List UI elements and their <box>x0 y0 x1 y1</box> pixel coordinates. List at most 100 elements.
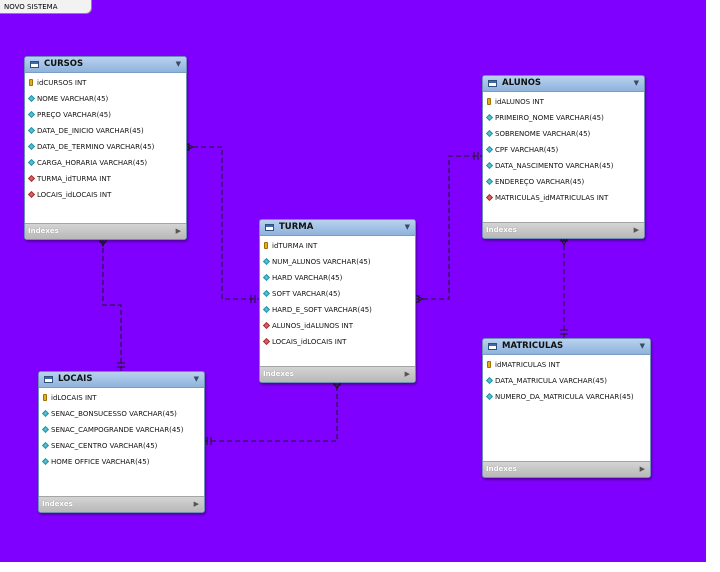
marker-turma-alunos-a <box>414 294 425 304</box>
diagram-canvas[interactable]: NOVO SISTEMA <box>0 0 706 562</box>
column-label: NOME VARCHAR(45) <box>37 95 109 103</box>
expand-triangle-icon[interactable]: ▶ <box>175 227 181 235</box>
column-label: SOFT VARCHAR(45) <box>272 290 341 298</box>
indexes-section[interactable]: Indexes ▶ <box>483 222 644 238</box>
column-row[interactable]: ENDEREÇO VARCHAR(45) <box>483 174 644 190</box>
collapse-chevron-icon[interactable]: ▼ <box>404 223 410 231</box>
column-label: MATRICULAS_idMATRICULAS INT <box>495 194 609 202</box>
indexes-section[interactable]: Indexes ▶ <box>25 223 186 239</box>
column-label: idALUNOS INT <box>495 98 544 106</box>
indexes-section[interactable]: Indexes ▶ <box>260 366 415 382</box>
expand-triangle-icon[interactable]: ▶ <box>639 465 645 473</box>
column-label: HARD_E_SOFT VARCHAR(45) <box>272 306 372 314</box>
column-row[interactable]: DATA_DE_INICIO VARCHAR(45) <box>25 123 186 139</box>
table-header[interactable]: MATRICULAS ▼ <box>483 339 650 355</box>
column-icon <box>485 145 494 154</box>
collapse-chevron-icon[interactable]: ▼ <box>639 342 645 350</box>
column-icon <box>27 158 36 167</box>
column-row[interactable]: SENAC_CAMPOGRANDE VARCHAR(45) <box>39 422 204 438</box>
table-alunos[interactable]: ALUNOS ▼ idALUNOS INT PRIMEIRO_NOME VARCH… <box>482 75 645 239</box>
table-title: LOCAIS <box>58 374 93 384</box>
collapse-chevron-icon[interactable]: ▼ <box>193 375 199 383</box>
marker-locais-cursos-b <box>117 362 125 368</box>
column-row[interactable]: NOME VARCHAR(45) <box>25 91 186 107</box>
column-label: idMATRICULAS INT <box>495 361 560 369</box>
column-row[interactable]: CARGA_HORARIA VARCHAR(45) <box>25 155 186 171</box>
primary-key-icon <box>487 98 491 105</box>
table-matriculas[interactable]: MATRICULAS ▼ idMATRICULAS INT DATA_MATRIC… <box>482 338 651 478</box>
rel-locais-cursos <box>102 238 122 371</box>
column-row[interactable]: MATRICULAS_idMATRICULAS INT <box>483 190 644 206</box>
diagram-tab[interactable]: NOVO SISTEMA <box>0 0 92 14</box>
table-cursos[interactable]: CURSOS ▼ idCURSOS INT NOME VARCHAR(45) PRE… <box>24 56 187 240</box>
column-label: idCURSOS INT <box>37 79 87 87</box>
indexes-section[interactable]: Indexes ▶ <box>483 461 650 477</box>
foreign-key-icon <box>262 337 271 346</box>
column-icon <box>27 94 36 103</box>
column-row[interactable]: HOME OFFICE VARCHAR(45) <box>39 454 204 470</box>
column-icon <box>485 376 494 385</box>
table-header[interactable]: ALUNOS ▼ <box>483 76 644 92</box>
primary-key-icon <box>43 394 47 401</box>
column-label: ENDEREÇO VARCHAR(45) <box>495 178 585 186</box>
indexes-label: Indexes <box>486 226 517 234</box>
column-label: HOME OFFICE VARCHAR(45) <box>51 458 150 466</box>
column-row[interactable]: idALUNOS INT <box>483 94 644 110</box>
column-label: NUM_ALUNOS VARCHAR(45) <box>272 258 371 266</box>
column-row[interactable]: SENAC_BONSUCESSO VARCHAR(45) <box>39 406 204 422</box>
column-label: PREÇO VARCHAR(45) <box>37 111 111 119</box>
column-label: DATA_MATRICULA VARCHAR(45) <box>495 377 607 385</box>
column-row[interactable]: NUM_ALUNOS VARCHAR(45) <box>260 254 415 270</box>
column-row[interactable]: CPF VARCHAR(45) <box>483 142 644 158</box>
marker-cursos-turma-b <box>250 295 256 303</box>
table-turma[interactable]: TURMA ▼ idTURMA INT NUM_ALUNOS VARCHAR(45… <box>259 219 416 383</box>
column-row[interactable]: SOBRENOME VARCHAR(45) <box>483 126 644 142</box>
rel-turma-alunos <box>415 155 482 300</box>
marker-locais-cursos-a <box>98 237 108 248</box>
column-icon <box>485 113 494 122</box>
table-title: ALUNOS <box>502 78 542 88</box>
column-row[interactable]: DATA_MATRICULA VARCHAR(45) <box>483 373 650 389</box>
marker-alunos-matriculas-b <box>560 329 568 335</box>
column-icon <box>41 457 50 466</box>
column-icon <box>262 257 271 266</box>
indexes-section[interactable]: Indexes ▶ <box>39 496 204 512</box>
column-row[interactable]: LOCAIS_idLOCAIS INT <box>260 334 415 350</box>
column-label: LOCAIS_idLOCAIS INT <box>272 338 347 346</box>
expand-triangle-icon[interactable]: ▶ <box>404 370 410 378</box>
expand-triangle-icon[interactable]: ▶ <box>633 226 639 234</box>
column-row[interactable]: HARD_E_SOFT VARCHAR(45) <box>260 302 415 318</box>
column-row[interactable]: SOFT VARCHAR(45) <box>260 286 415 302</box>
table-header[interactable]: TURMA ▼ <box>260 220 415 236</box>
column-row[interactable]: DATA_NASCIMENTO VARCHAR(45) <box>483 158 644 174</box>
column-row[interactable]: idMATRICULAS INT <box>483 357 650 373</box>
column-row[interactable]: PREÇO VARCHAR(45) <box>25 107 186 123</box>
column-icon <box>27 126 36 135</box>
column-row[interactable]: idLOCAIS INT <box>39 390 204 406</box>
column-row[interactable]: idTURMA INT <box>260 238 415 254</box>
column-label: TURMA_idTURMA INT <box>37 175 111 183</box>
column-row[interactable]: DATA_DE_TERMINO VARCHAR(45) <box>25 139 186 155</box>
column-row[interactable]: PRIMEIRO_NOME VARCHAR(45) <box>483 110 644 126</box>
collapse-chevron-icon[interactable]: ▼ <box>633 79 639 87</box>
column-row[interactable]: NUMERO_DA_MATRICULA VARCHAR(45) <box>483 389 650 405</box>
table-header[interactable]: CURSOS ▼ <box>25 57 186 73</box>
table-header[interactable]: LOCAIS ▼ <box>39 372 204 388</box>
marker-alunos-matriculas-a <box>559 236 569 247</box>
column-row[interactable]: HARD VARCHAR(45) <box>260 270 415 286</box>
column-label: idTURMA INT <box>272 242 318 250</box>
column-row[interactable]: idCURSOS INT <box>25 75 186 91</box>
indexes-label: Indexes <box>42 500 73 508</box>
indexes-label: Indexes <box>486 465 517 473</box>
collapse-chevron-icon[interactable]: ▼ <box>175 60 181 68</box>
column-row[interactable]: ALUNOS_idALUNOS INT <box>260 318 415 334</box>
expand-triangle-icon[interactable]: ▶ <box>193 500 199 508</box>
marker-locais-turma-a <box>332 380 342 391</box>
column-row[interactable]: SENAC_CENTRO VARCHAR(45) <box>39 438 204 454</box>
column-icon <box>27 142 36 151</box>
column-row[interactable]: TURMA_idTURMA INT <box>25 171 186 187</box>
column-label: CARGA_HORARIA VARCHAR(45) <box>37 159 148 167</box>
column-row[interactable]: LOCAIS_idLOCAIS INT <box>25 187 186 203</box>
table-title: MATRICULAS <box>502 341 564 351</box>
